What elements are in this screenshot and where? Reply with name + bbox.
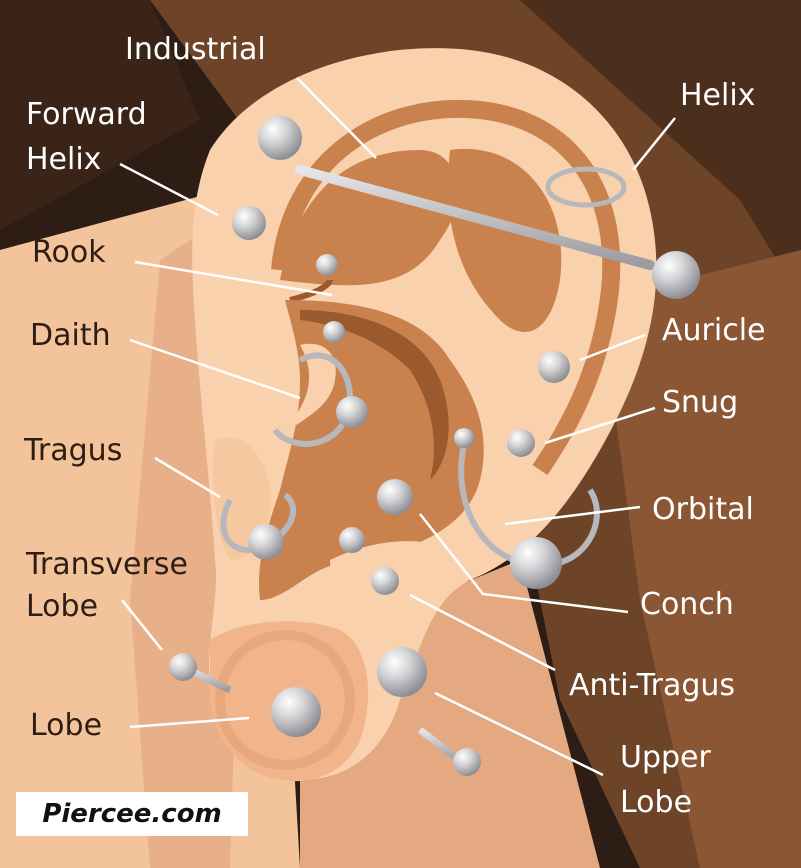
label-upper-lobe: Lobe bbox=[620, 785, 693, 820]
rook-stud bbox=[316, 254, 338, 276]
triangular-fossa bbox=[448, 148, 562, 332]
leader-industrial bbox=[296, 77, 377, 159]
leader-lobe bbox=[129, 716, 250, 729]
label-auricle: Auricle bbox=[662, 313, 766, 348]
helix-ring bbox=[545, 166, 627, 208]
orbital-ball bbox=[510, 537, 562, 589]
auricle-stud bbox=[538, 351, 570, 383]
label-lobe: Lobe bbox=[30, 708, 103, 743]
snug-stud bbox=[507, 429, 535, 457]
antitragus-shape bbox=[330, 541, 470, 620]
dark-corner bbox=[0, 0, 200, 230]
label-rook: Rook bbox=[32, 235, 106, 270]
label-transverse-lobe: Lobe bbox=[26, 589, 99, 624]
leader-snug bbox=[544, 406, 656, 445]
leader-auricle bbox=[579, 333, 646, 362]
tragus-ball bbox=[248, 524, 284, 560]
leader-upper-lobe bbox=[434, 691, 604, 777]
leader-helix bbox=[632, 117, 676, 171]
leader-tragus bbox=[154, 456, 221, 499]
concha-stud-small bbox=[339, 527, 365, 553]
label-forward-helix: Helix bbox=[26, 142, 102, 177]
anti-tragus-stud bbox=[371, 567, 399, 595]
leader-forward-helix bbox=[119, 162, 219, 217]
label-daith: Daith bbox=[30, 318, 111, 353]
industrial-bar bbox=[295, 165, 655, 270]
crus-helix bbox=[275, 343, 336, 440]
leader-lines bbox=[119, 77, 676, 777]
label-tragus: Tragus bbox=[24, 433, 123, 468]
industrial-ball-end bbox=[652, 251, 700, 299]
leader-anti-tragus bbox=[409, 593, 556, 672]
label-transverse: Transverse bbox=[26, 547, 188, 582]
label-anti-tragus: Anti-Tragus bbox=[569, 668, 736, 703]
leader-transverse-lobe bbox=[121, 599, 163, 651]
rook-crease bbox=[289, 279, 333, 303]
industrial-ball-top bbox=[258, 116, 302, 160]
concha-shadow bbox=[300, 310, 449, 480]
label-forward: Forward bbox=[26, 97, 147, 132]
brand-text: Piercee.com bbox=[42, 799, 222, 829]
label-snug: Snug bbox=[662, 385, 739, 420]
lower-bar-ball bbox=[453, 748, 481, 776]
brand-logo: Piercee.com bbox=[16, 792, 248, 836]
conch-stud bbox=[377, 479, 413, 515]
forward-helix-stud bbox=[232, 206, 266, 240]
leader-orbital bbox=[504, 505, 641, 526]
hair-shadow bbox=[520, 0, 801, 300]
orbital-ball-top bbox=[454, 428, 474, 448]
label-orbital: Orbital bbox=[652, 492, 754, 527]
label-industrial: Industrial bbox=[125, 32, 266, 67]
leader-conch bbox=[419, 513, 629, 614]
transverse-lobe-ball bbox=[169, 653, 197, 681]
scapha bbox=[280, 150, 458, 286]
helix-rim bbox=[271, 99, 621, 475]
upper-lobe-stud bbox=[377, 647, 427, 697]
label-conch: Conch bbox=[640, 587, 734, 622]
label-upper: Upper bbox=[620, 740, 711, 775]
lobe-stud bbox=[271, 687, 321, 737]
label-helix: Helix bbox=[680, 78, 756, 113]
leader-daith bbox=[129, 338, 301, 400]
leader-rook bbox=[134, 260, 333, 297]
hair-highlight bbox=[600, 250, 801, 868]
daith-ball bbox=[336, 396, 368, 428]
daith-ball-top bbox=[323, 321, 345, 343]
